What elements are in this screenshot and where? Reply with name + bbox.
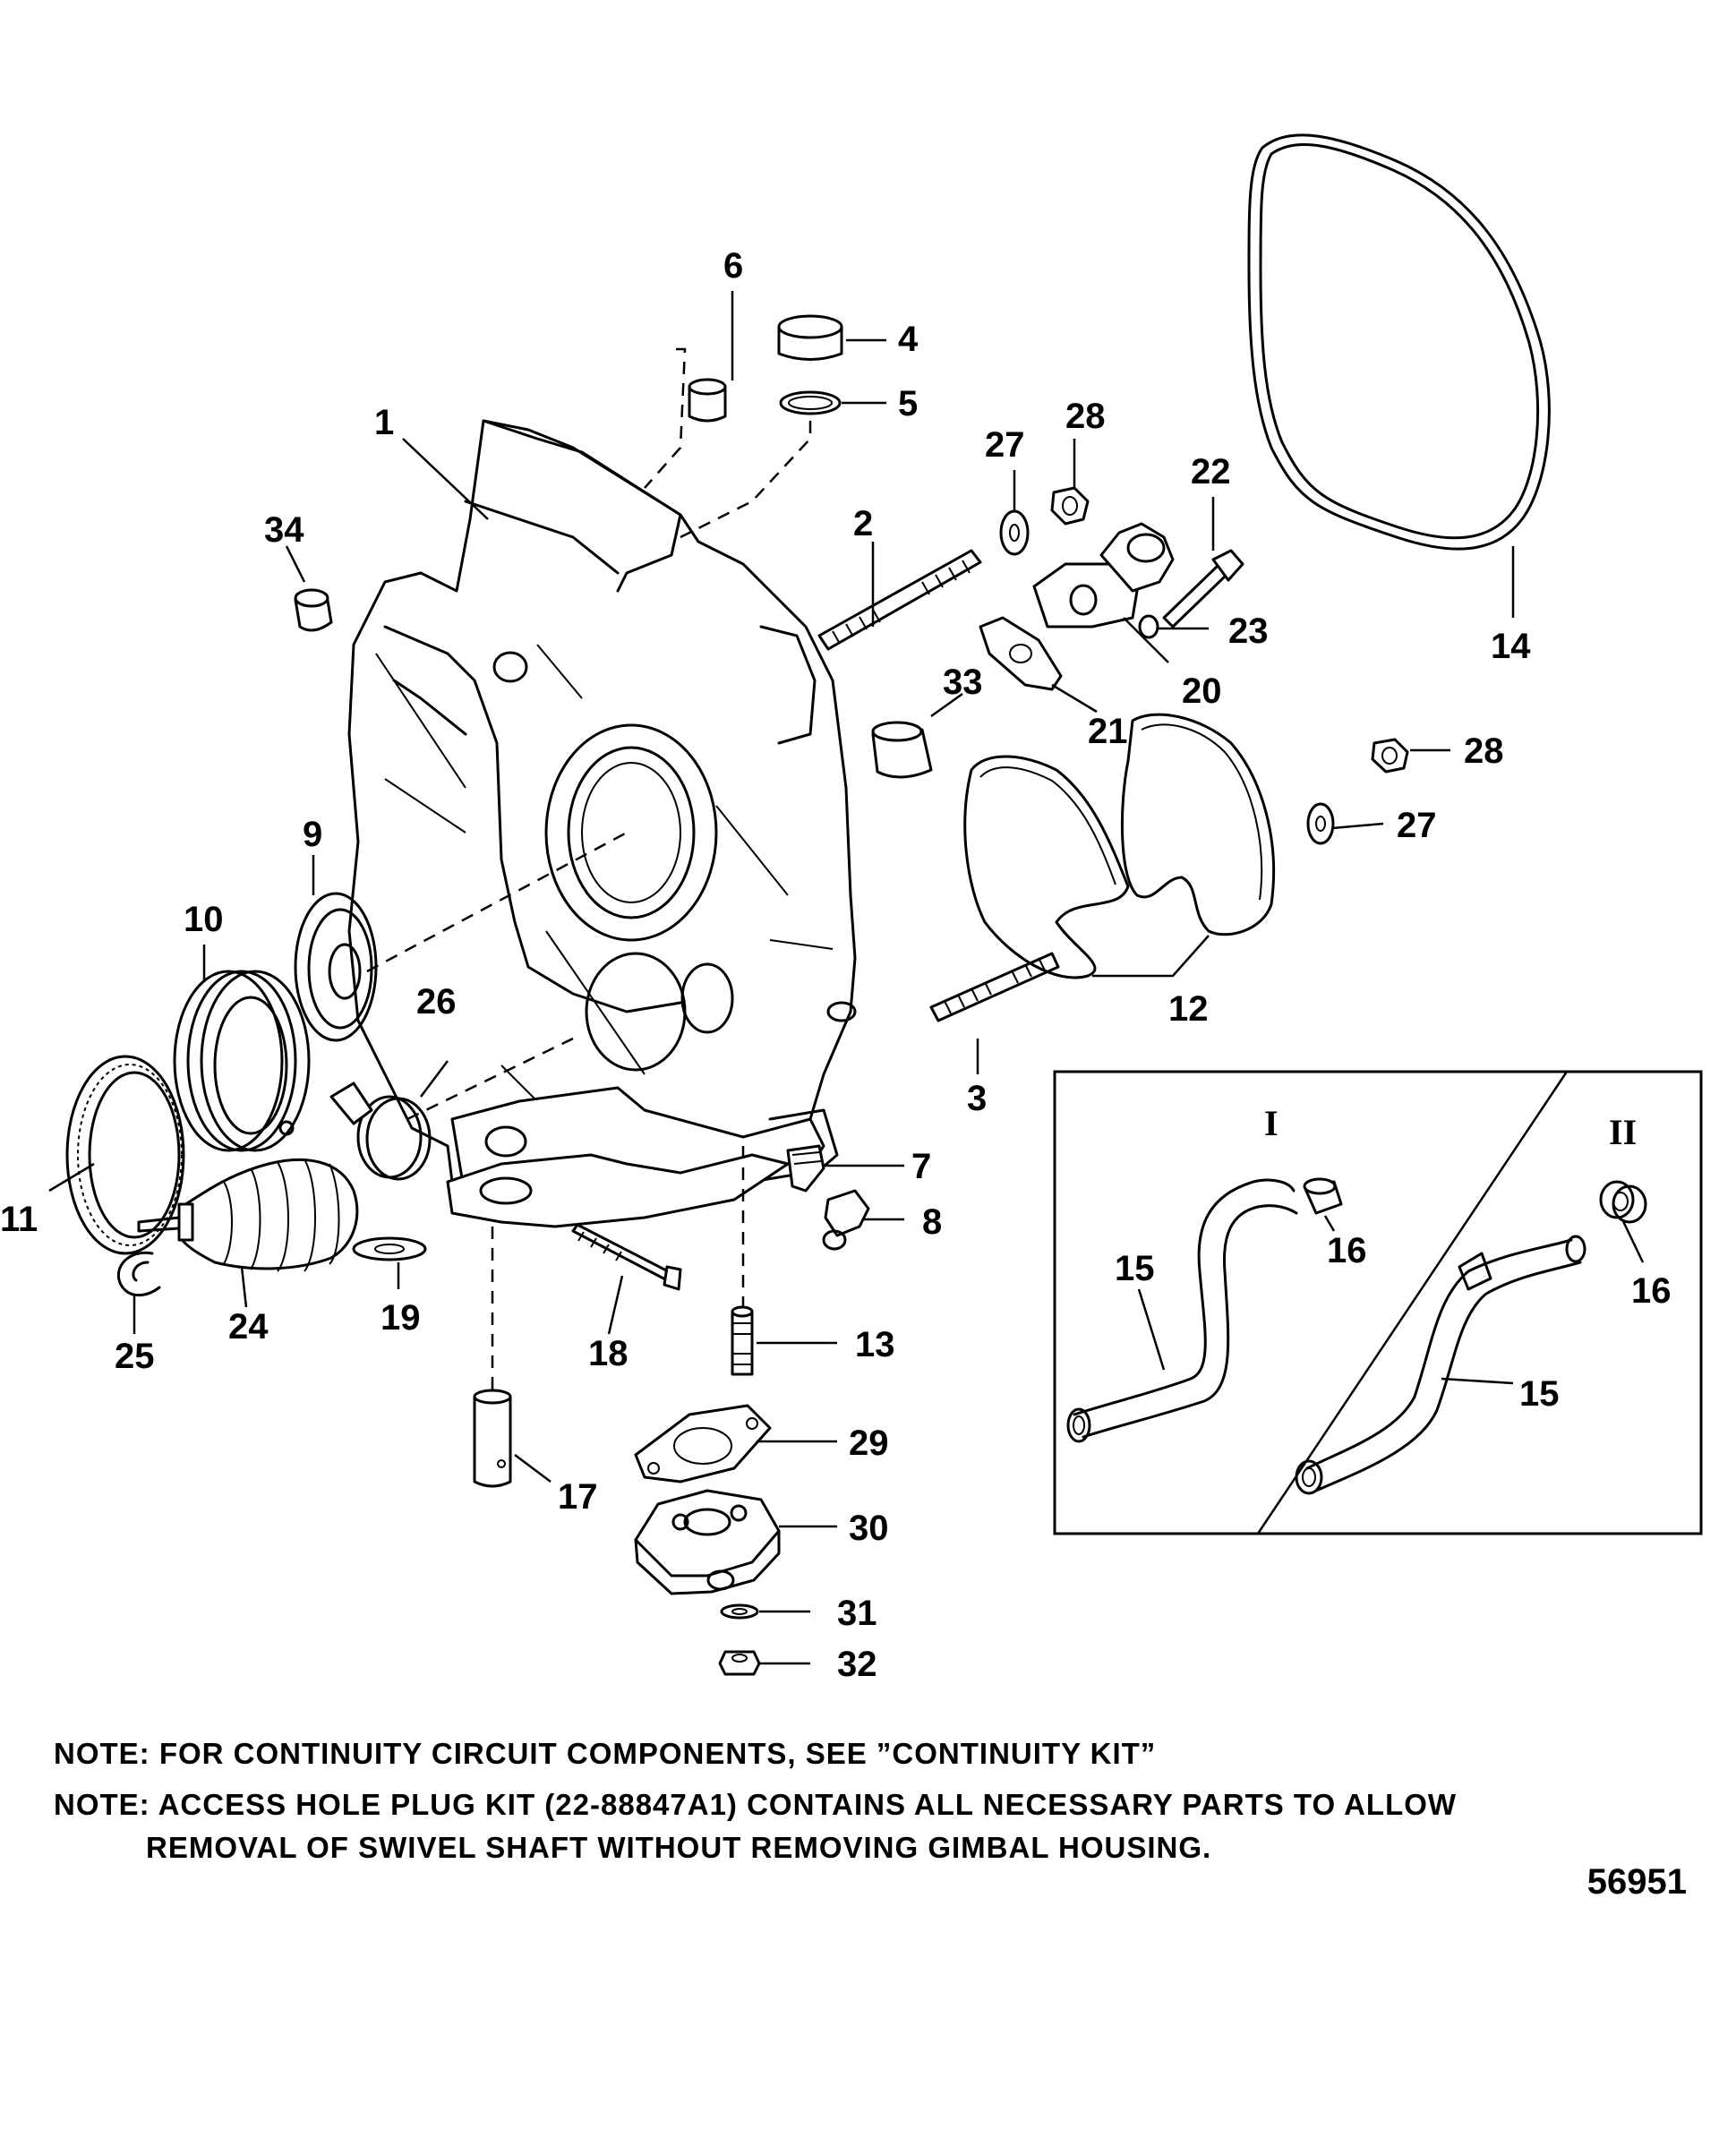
inset-part-15-hose-view-i — [1066, 1178, 1298, 1443]
part-21-gasket — [979, 616, 1063, 691]
inset-part-16-fitting-view-i — [1303, 1177, 1343, 1215]
callout-32: 32 — [837, 1645, 877, 1684]
part-4-bushing — [777, 314, 843, 361]
part-6-bushing — [688, 378, 727, 423]
callout-17: 17 — [558, 1477, 598, 1517]
callout-4: 4 — [898, 320, 919, 359]
part-34-plug — [294, 588, 333, 632]
callout-7: 7 — [911, 1147, 931, 1186]
part-29-gasket — [634, 1404, 772, 1483]
callout-3: 3 — [967, 1079, 987, 1118]
callout-labels: 1 2 3 4 5 6 7 8 9 10 11 12 13 14 15 15 1… — [0, 246, 1672, 1684]
callout-28b: 28 — [1464, 731, 1504, 771]
part-30-cover — [634, 1489, 781, 1595]
part-1-gimbal-housing — [347, 419, 857, 1228]
part-28-nut-upper — [1050, 486, 1090, 526]
inset-part-16-fitting-view-ii — [1599, 1180, 1647, 1224]
part-10-bearing — [173, 970, 311, 1152]
part-23-washer — [1138, 614, 1159, 639]
callout-14: 14 — [1491, 627, 1531, 666]
part-18-screw — [571, 1223, 682, 1291]
callout-22: 22 — [1191, 452, 1231, 492]
callout-10: 10 — [184, 900, 224, 939]
callout-15b: 15 — [1519, 1374, 1560, 1414]
callout-27b: 27 — [1397, 806, 1437, 845]
part-13-stud — [731, 1305, 754, 1376]
callout-23: 23 — [1228, 611, 1269, 651]
part-19-washer — [352, 1236, 427, 1261]
part-32-nut — [718, 1650, 761, 1676]
part-14-seal-ring — [1247, 133, 1551, 551]
callout-2: 2 — [853, 504, 873, 543]
part-27-washer-upper — [999, 509, 1030, 556]
callout-18: 18 — [588, 1334, 629, 1373]
part-5-seal — [779, 390, 842, 415]
callout-9: 9 — [303, 815, 322, 854]
callout-29: 29 — [849, 1424, 889, 1463]
part-12-gaskets — [963, 713, 1276, 979]
part-25-clip — [117, 1251, 161, 1297]
callout-5: 5 — [898, 384, 918, 423]
callout-13: 13 — [855, 1325, 895, 1364]
note-access-hole-line1: NOTE: ACCESS HOLE PLUG KIT (22-88847A1) … — [54, 1788, 1458, 1821]
callout-12: 12 — [1168, 989, 1209, 1029]
part-22-screw — [1162, 549, 1244, 628]
callout-33: 33 — [943, 663, 983, 702]
part-31-washer — [720, 1603, 759, 1620]
callout-28a: 28 — [1065, 397, 1106, 436]
callout-25: 25 — [115, 1337, 155, 1376]
part-3-stud — [929, 952, 1060, 1022]
part-27-washer-lower — [1306, 802, 1335, 845]
part-17-pin — [473, 1389, 512, 1488]
part-11-gear-ring — [65, 1055, 185, 1255]
callout-16b: 16 — [1631, 1271, 1672, 1311]
inset-part-15-hose-view-ii — [1295, 1235, 1586, 1495]
inset-label-i: I — [1264, 1103, 1278, 1143]
callout-26: 26 — [416, 982, 457, 1022]
part-2-stud — [817, 549, 982, 651]
inset-panel: I II — [1053, 1070, 1703, 1535]
figure-number: 56951 — [1586, 1862, 1687, 1902]
callout-34: 34 — [264, 510, 304, 550]
note-access-hole-line2: REMOVAL OF SWIVEL SHAFT WITHOUT REMOVING… — [146, 1831, 1212, 1864]
part-26-clamp — [329, 1082, 432, 1181]
part-24-bellows — [137, 1158, 359, 1272]
part-8-fitting — [822, 1189, 870, 1251]
callout-15a: 15 — [1115, 1249, 1155, 1288]
part-28-nut-lower — [1371, 738, 1409, 774]
part-7-fitting — [786, 1144, 825, 1193]
callout-30: 30 — [849, 1509, 889, 1548]
callout-31: 31 — [837, 1594, 877, 1633]
callout-21: 21 — [1088, 712, 1128, 751]
inset-label-ii: II — [1609, 1112, 1637, 1152]
leader-lines — [48, 291, 1645, 1665]
callout-20: 20 — [1182, 671, 1222, 711]
callout-16a: 16 — [1327, 1231, 1367, 1270]
note-continuity-kit: NOTE: FOR CONTINUITY CIRCUIT COMPONENTS,… — [54, 1737, 1157, 1770]
callout-11: 11 — [0, 1200, 38, 1239]
callout-27a: 27 — [985, 425, 1025, 465]
callout-8: 8 — [922, 1202, 942, 1242]
callout-6: 6 — [723, 246, 743, 286]
part-20-fitting — [1032, 522, 1175, 628]
callout-1: 1 — [374, 403, 394, 442]
callout-24: 24 — [228, 1307, 269, 1347]
callout-19: 19 — [381, 1298, 421, 1338]
part-33-plug — [871, 721, 933, 779]
